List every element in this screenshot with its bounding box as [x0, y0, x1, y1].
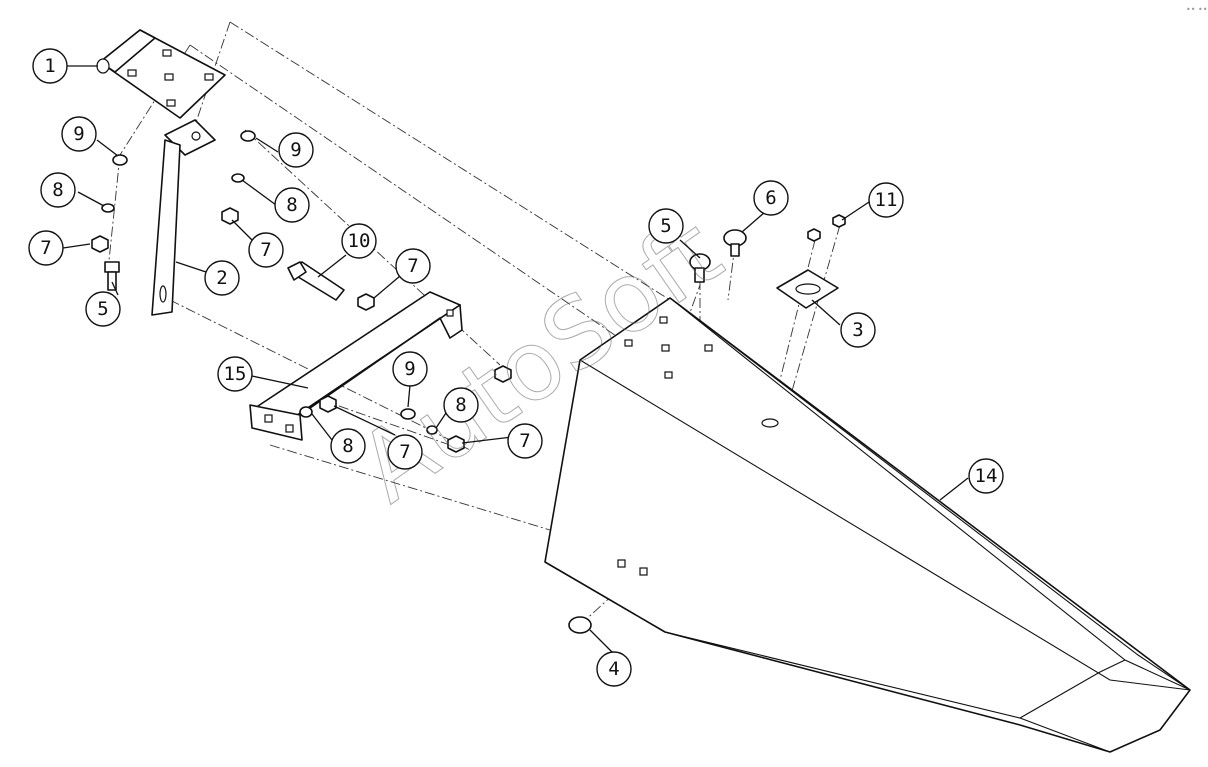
callout-8-lower-right: 8 — [443, 387, 479, 423]
callout-7-bracket: 7 — [248, 232, 284, 268]
housing-part — [544, 297, 1191, 753]
callout-8-lower-left: 8 — [330, 428, 366, 464]
callout-11: 11 — [868, 182, 904, 218]
hardware-parts — [91, 130, 846, 634]
callout-14: 14 — [968, 458, 1004, 494]
callout-10: 10 — [341, 223, 377, 259]
svg-text:9: 9 — [290, 139, 301, 161]
callout-7-bolt: 7 — [395, 248, 431, 284]
callout-3: 3 — [840, 312, 876, 348]
callout-15: 15 — [217, 356, 253, 392]
svg-text:7: 7 — [260, 239, 271, 261]
callout-8-bracket: 8 — [274, 187, 310, 223]
callout-4: 4 — [596, 651, 632, 687]
callout-2: 2 — [204, 260, 240, 296]
callout-7-left: 7 — [28, 230, 64, 266]
callout-7-lower-mid: 7 — [387, 434, 423, 470]
corner-mark: •• ••• — [1186, 5, 1208, 14]
svg-text:1: 1 — [44, 55, 55, 77]
svg-text:7: 7 — [399, 441, 410, 463]
callout-9-left: 9 — [61, 116, 97, 152]
svg-text:9: 9 — [73, 123, 84, 145]
svg-text:8: 8 — [455, 394, 466, 416]
svg-text:4: 4 — [608, 658, 619, 680]
svg-text:6: 6 — [765, 187, 776, 209]
bracket-arm-part — [151, 119, 216, 316]
callout-9-bracket: 9 — [278, 132, 314, 168]
svg-text:8: 8 — [286, 194, 297, 216]
svg-text:2: 2 — [216, 267, 227, 289]
svg-text:3: 3 — [852, 319, 863, 341]
callout-6: 6 — [753, 180, 789, 216]
callout-8-left: 8 — [40, 172, 76, 208]
svg-text:9: 9 — [404, 358, 415, 380]
bolt-part — [287, 261, 345, 301]
callout-5-right: 5 — [648, 208, 684, 244]
hinge-plate-part — [96, 29, 226, 119]
svg-text:8: 8 — [342, 435, 353, 457]
svg-text:5: 5 — [660, 215, 671, 237]
svg-text:7: 7 — [40, 237, 51, 259]
callout-1: 1 — [32, 48, 68, 84]
slotted-plate-part — [776, 269, 839, 309]
svg-text:7: 7 — [519, 430, 530, 452]
svg-text:14: 14 — [975, 465, 998, 487]
svg-text:7: 7 — [407, 255, 418, 277]
svg-text:10: 10 — [348, 230, 371, 252]
callout-9-lower: 9 — [392, 351, 428, 387]
svg-text:11: 11 — [875, 189, 898, 211]
svg-text:15: 15 — [224, 363, 247, 385]
svg-text:8: 8 — [52, 179, 63, 201]
callout-5-left: 5 — [85, 291, 121, 327]
svg-text:5: 5 — [97, 298, 108, 320]
callout-7-lower-right: 7 — [507, 423, 543, 459]
callout-leaders — [62, 65, 969, 653]
